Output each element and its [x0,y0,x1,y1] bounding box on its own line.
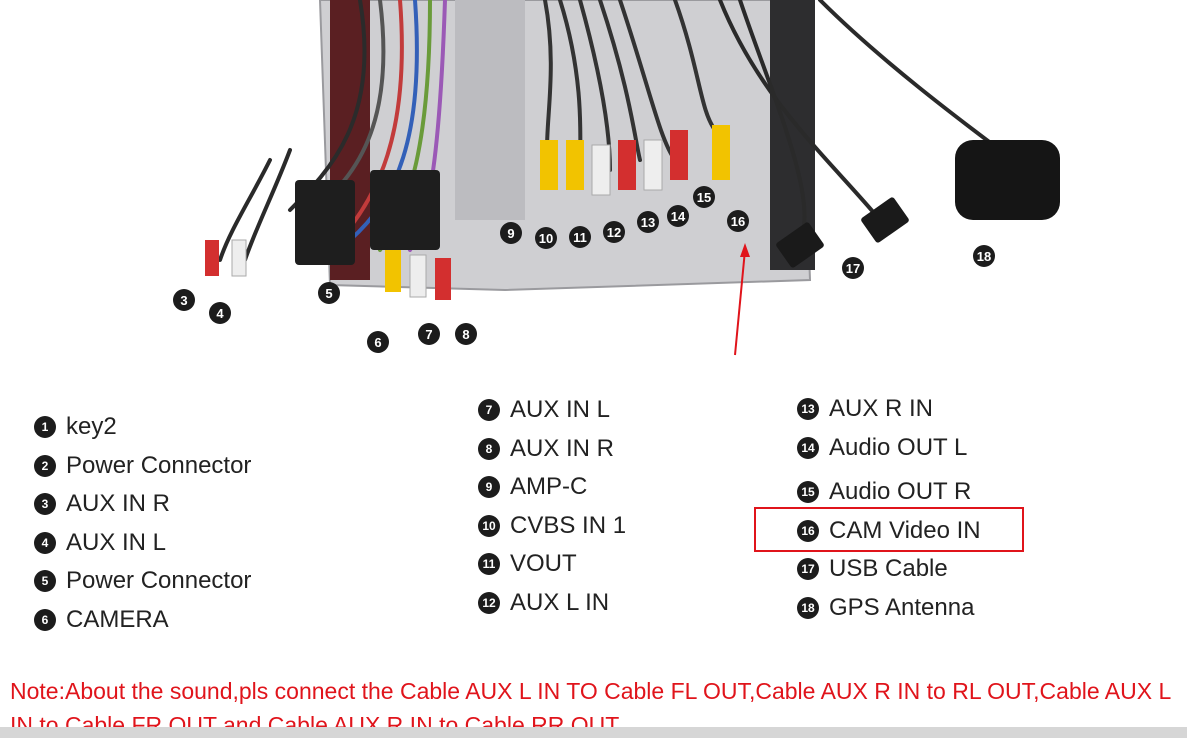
legend-label: AUX R IN [829,395,934,423]
callout-13: 13 [637,211,659,233]
legend-item-12: 12 AUX L IN [478,584,626,623]
number-badge-icon: 9 [478,476,500,499]
legend-label: AUX L IN [510,588,610,616]
number-badge-icon: 1 [34,416,56,439]
number-badge-icon: 5 [34,570,56,593]
legend-label: AUX IN R [510,434,615,462]
number-badge-icon: 13 [797,398,819,421]
number-badge-icon: 17 [797,558,819,581]
legend-label: Audio OUT R [829,478,972,506]
callout-15: 15 [693,186,715,208]
callout-14: 14 [667,205,689,227]
legend-column-2: 7 AUX IN L 8 AUX IN R 9 AMP-C 10 CVBS IN 1 1… [478,391,626,622]
legend-item-17: 17 USB Cable [797,550,981,589]
number-badge-icon: 15 [797,481,819,504]
legend-label: AUX IN L [510,396,611,424]
legend-label: AUX IN L [66,528,167,556]
number-badge-icon: 6 [34,608,56,631]
number-badge-icon: 4 [34,531,56,554]
callout-18: 18 [973,245,995,267]
legend-label: CAM Video IN [829,516,981,544]
cam-video-in-highlight-box [754,507,1024,552]
wiring-harness-photo [205,0,1060,356]
callout-11: 11 [569,226,591,248]
number-badge-icon: 7 [478,399,500,422]
legend-label: AMP-C [510,473,588,501]
callout-17: 17 [842,257,864,279]
callout-10: 10 [535,227,557,249]
callout-9: 9 [500,222,522,244]
legend-label: CVBS IN 1 [510,511,627,539]
callout-12: 12 [603,221,625,243]
callout-3: 3 [173,289,195,311]
number-badge-icon: 8 [478,437,500,460]
legend-item-2: 2 Power Connector [34,447,251,486]
number-badge-icon: 16 [797,519,819,542]
callout-4: 4 [209,302,231,324]
legend-item-5: 5 Power Connector [34,562,251,601]
legend-item-6: 6 CAMERA [34,601,251,640]
legend-label: USB Cable [829,555,948,583]
legend-item-10: 10 CVBS IN 1 [478,507,626,546]
legend-item-3: 3 AUX IN R [34,485,251,524]
legend-item-14: 14 Audio OUT L [797,429,981,468]
number-badge-icon: 11 [478,553,500,576]
number-badge-icon: 3 [34,493,56,516]
number-badge-icon: 14 [797,436,819,459]
legend-column-3: 13 AUX R IN 14 Audio OUT L 15 Audio OUT R 1… [797,390,981,627]
legend-label: GPS Antenna [829,593,975,621]
legend-label: CAMERA [66,605,169,633]
legend-item-1: 1 key2 [34,408,251,447]
legend-item-13: 13 AUX R IN [797,390,981,429]
legend-item-18: 18 GPS Antenna [797,589,981,628]
legend-label: AUX IN R [66,490,171,518]
number-badge-icon: 10 [478,514,500,537]
callout-5: 5 [318,282,340,304]
legend-label: VOUT [510,550,577,578]
legend-label: Power Connector [66,567,252,595]
callout-7: 7 [418,323,440,345]
bottom-scroll-bar [0,727,1187,738]
number-badge-icon: 12 [478,591,500,614]
callout-8: 8 [455,323,477,345]
legend-label: Power Connector [66,451,252,479]
number-badge-icon: 18 [797,596,819,619]
legend-item-4: 4 AUX IN L [34,524,251,563]
legend-item-11: 11 VOUT [478,545,626,584]
legend-item-8: 8 AUX IN R [478,430,626,469]
legend-label: key2 [66,413,117,441]
callout-16: 16 [727,210,749,232]
legend-item-9: 9 AMP-C [478,468,626,507]
legend-item-7: 7 AUX IN L [478,391,626,430]
legend-item-15: 15 Audio OUT R [797,473,981,512]
callout-6: 6 [367,331,389,353]
number-badge-icon: 2 [34,454,56,477]
legend-item-16: 16 CAM Video IN [797,512,981,551]
legend-label: Audio OUT L [829,433,968,461]
